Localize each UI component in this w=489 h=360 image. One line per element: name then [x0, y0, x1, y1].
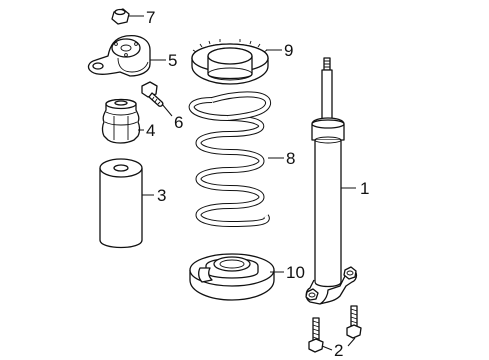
callout-8: 8 [286, 149, 295, 168]
shock-absorber-part [305, 57, 358, 305]
callout-10: 10 [286, 263, 305, 282]
leader-lines [129, 15, 356, 351]
upper-spring-seat-part [191, 39, 269, 85]
callout-2: 2 [334, 341, 343, 360]
coil-spring-part [188, 91, 271, 227]
callout-6: 6 [174, 113, 183, 132]
callout-7: 7 [146, 8, 155, 27]
callout-9: 9 [284, 41, 293, 60]
callouts: 1 2 3 4 5 6 7 8 9 10 [146, 8, 369, 360]
callout-1: 1 [360, 179, 369, 198]
upper-mount-bracket-part [87, 34, 151, 77]
mounting-bolts-part [308, 305, 362, 353]
callout-5: 5 [168, 51, 177, 70]
nut-part [111, 8, 130, 25]
lower-spring-seat-part [189, 253, 275, 301]
callout-4: 4 [146, 121, 155, 140]
dust-boot-part [99, 158, 143, 249]
bolt-part [141, 81, 164, 107]
bump-stop-part [101, 98, 141, 144]
callout-3: 3 [157, 186, 166, 205]
